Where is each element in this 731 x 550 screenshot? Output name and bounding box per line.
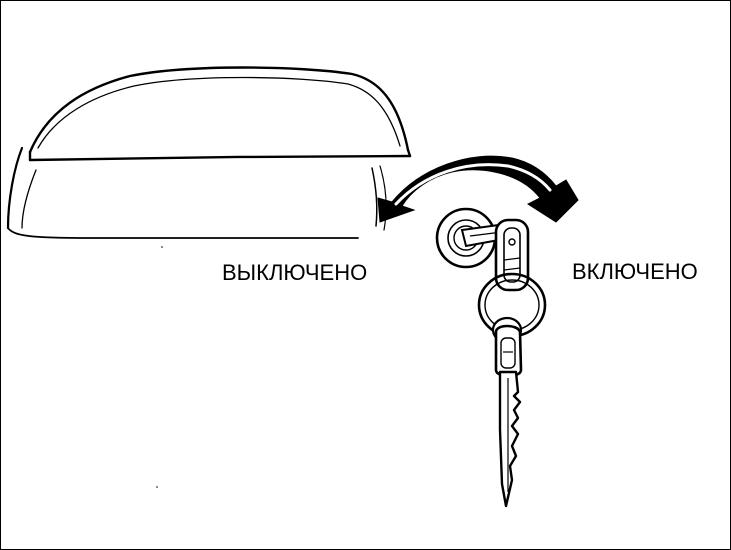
- key-icon: [477, 218, 547, 508]
- double-arrow-icon: [377, 155, 579, 223]
- door-handle-icon: [6, 66, 412, 488]
- key-cylinder-icon: [435, 207, 512, 269]
- label-off: ВЫКЛЮЧЕНО: [222, 260, 368, 285]
- label-on: ВКЛЮЧЕНО: [572, 259, 698, 284]
